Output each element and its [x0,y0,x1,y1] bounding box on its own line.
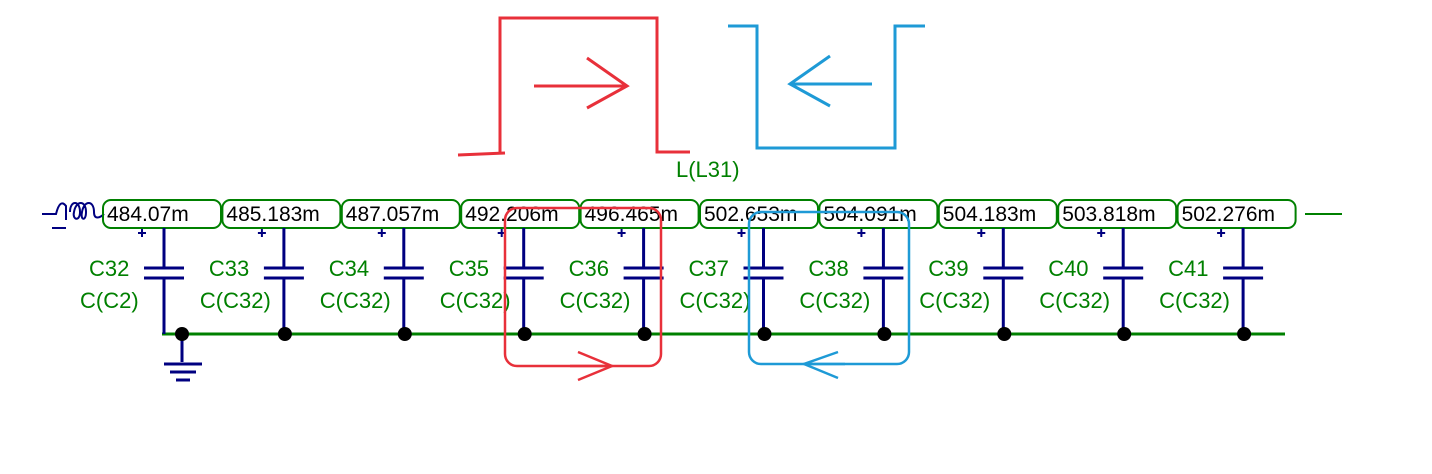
inductor-value: 487.057m [346,203,439,226]
node-dot [997,327,1012,341]
red-loop-outline [498,16,690,154]
capacitor-name: C40 [1048,256,1088,281]
inductor-value: 503.818m [1062,203,1155,226]
capacitor-value: C(C2) [80,288,139,313]
capacitor-name: C34 [329,256,369,281]
red-arrow-right-icon [534,56,630,110]
inductor-value: 504.183m [943,203,1036,226]
inductor-value: 502.276m [1182,203,1275,226]
red-arrow-bottom-icon [570,350,616,382]
node-dot [397,327,412,341]
capacitor-value: C(C32) [919,288,990,313]
capacitor-value: C(C32) [320,288,391,313]
capacitor-bank: C32C(C2)C33C(C32)C34C(C32)C35C(C32)C36C(… [80,228,1264,341]
node-dot [277,327,292,341]
node-dot [175,327,189,341]
inductor-box [579,199,700,229]
inductor-value: 502.653m [704,203,797,226]
node-dot [877,327,892,341]
capacitor-name: C37 [689,256,729,281]
capacitor-value: C(C32) [560,288,631,313]
capacitor-name: C35 [449,256,489,281]
node-dot [1117,327,1132,341]
inductor-box [460,199,581,229]
ground-symbol-icon [164,362,202,382]
blue-arrow-bottom-icon [800,350,845,380]
red-loop-annotation [457,16,690,382]
inductor-box [340,199,461,229]
capacitor-value: C(C32) [680,288,751,313]
inductor-box [699,199,819,229]
inductor-value: 492.206m [465,203,558,226]
capacitor-value: C(C32) [440,288,511,313]
node-dot [1237,327,1252,341]
capacitor-name: C39 [928,256,968,281]
blue-loop-annotation [728,24,925,380]
capacitor-name: C38 [808,256,848,281]
inductor-label: L(L31) [676,157,740,182]
inductor-box [102,199,222,229]
inductor-value: 484.07m [107,203,189,226]
inductor-value: 504.091m [823,203,916,226]
source-coil-icon [42,202,105,229]
blue-arrow-left-icon [787,54,872,108]
inductor-box [221,199,342,229]
capacitor-name: C32 [89,256,129,281]
inductor-box [1176,199,1297,229]
capacitor-name: C41 [1168,256,1208,281]
red-loop-box [503,206,663,368]
inductor-box [818,199,939,229]
inductor-value: 496.465m [585,203,678,226]
node-dot [757,327,772,341]
capacitor-value: C(C32) [799,288,870,313]
node-dot [637,327,652,341]
capacitor-name: C36 [569,256,609,281]
inductor-box [937,199,1058,229]
inductor-chain: 484.07m 485.183m 487.057m 492.206m 496.465m 5… [102,199,1297,229]
capacitor-name: C33 [209,256,249,281]
capacitor-value: C(C32) [1159,288,1230,313]
capacitor-value: C(C32) [200,288,271,313]
inductor-value: 485.183m [226,203,319,226]
blue-loop-outline [728,24,925,150]
inductor-box [1057,199,1178,229]
capacitor-value: C(C32) [1039,288,1110,313]
node-dot [517,327,532,341]
red-loop-stub [457,151,506,157]
